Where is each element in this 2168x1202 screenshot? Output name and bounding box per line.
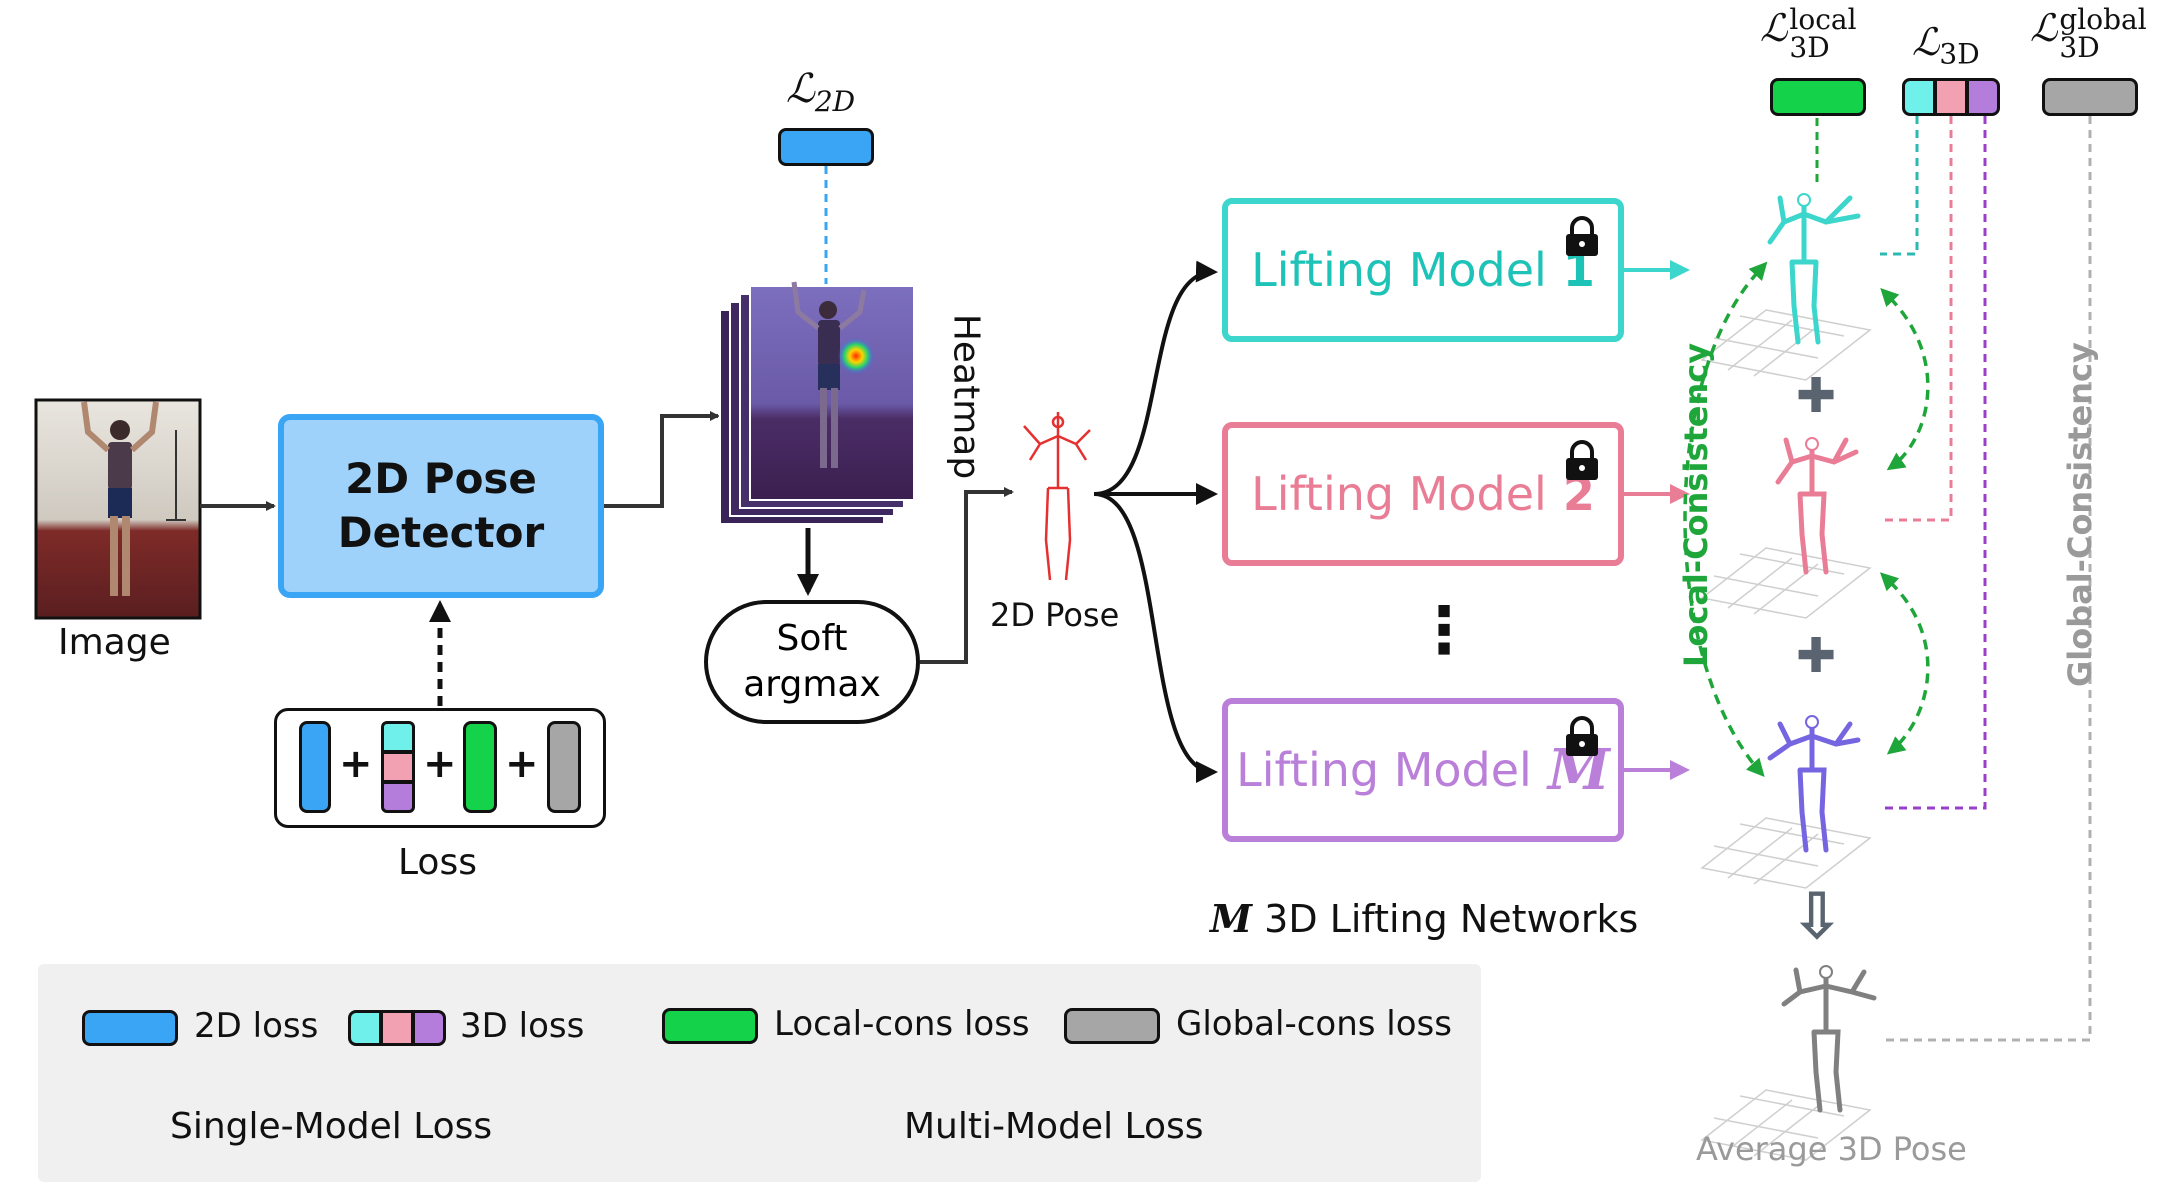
global-consistency-label: Global-Consistency	[2061, 342, 2099, 687]
l3d-pink-connector	[1880, 116, 1953, 522]
lifting-model-2: Lifting Model 2	[1222, 422, 1624, 566]
l3d-swatch-pink	[1934, 78, 1968, 116]
lifting-model-1-name: Lifting Model	[1251, 243, 1547, 297]
plus-icon: ✚	[1796, 368, 1837, 424]
loss-swatch-3d-cyan	[381, 721, 415, 753]
legend-multi-model: Multi-Model Loss	[904, 1106, 1204, 1147]
pose-3d-model-2	[1775, 437, 1859, 575]
lifting-model-1: Lifting Model 1	[1222, 198, 1624, 342]
l2d-swatch	[778, 128, 874, 166]
softargmax-box: Soft argmax	[704, 600, 920, 724]
legend-single-model: Single-Model Loss	[170, 1106, 493, 1147]
heatmap-stack	[719, 281, 915, 525]
detector-line-2: Detector	[337, 508, 545, 557]
pose-detector-box: 2D Pose Detector	[278, 414, 604, 598]
l3d-swatch-purple	[1966, 78, 2000, 116]
lock-icon	[1566, 216, 1598, 256]
loss-box: + + +	[274, 708, 606, 828]
local-consistency-arrow-1-2	[1880, 287, 1930, 471]
legend-swatch-2d	[82, 1010, 178, 1046]
down-arrow-icon: ⇩	[1790, 880, 1844, 954]
ellipsis: ⋮	[1412, 594, 1476, 668]
legend-label-3d: 3D loss	[460, 1006, 585, 1046]
input-image	[34, 398, 202, 620]
l3d-purple-connector	[1880, 116, 1987, 810]
local-consistency-arrow-2-m	[1879, 572, 1930, 755]
legend-swatch-global	[1064, 1008, 1160, 1044]
loss-plus-2: +	[423, 741, 457, 787]
lifting-model-m-name: Lifting Model	[1236, 743, 1532, 797]
lock-icon	[1566, 440, 1598, 480]
pose-2d-figure	[1023, 412, 1091, 581]
loss-plus-3: +	[505, 741, 539, 787]
loss-swatch-3d-purple	[381, 781, 415, 813]
lifting-caption: M 3D Lifting Networks	[1210, 896, 1639, 941]
pose-3d-model-m	[1767, 715, 1861, 853]
arrow-pose-to-liftM	[1093, 492, 1218, 783]
plus-icon: ✚	[1796, 628, 1837, 684]
detector-line-1: 2D Pose	[345, 454, 537, 503]
arrow-softargmax-to-pose	[920, 487, 1014, 664]
pose-3d-average	[1781, 965, 1877, 1113]
ground-grids	[1700, 309, 1872, 1161]
softargmax-line-1: Soft	[776, 618, 848, 659]
arrow-detector-to-heatmap	[604, 411, 720, 508]
legend-swatch-3d-pink	[380, 1010, 414, 1046]
lock-icon	[1566, 716, 1598, 756]
loss-swatch-3d-pink	[381, 751, 415, 783]
global-loss-connector	[1880, 116, 2092, 1042]
global-loss-swatch	[2042, 78, 2138, 116]
l2d-label: ℒ2D	[786, 66, 856, 118]
legend-label-local: Local-cons loss	[774, 1004, 1030, 1044]
softargmax-line-2: argmax	[743, 664, 881, 705]
legend-label-2d: 2D loss	[194, 1006, 319, 1046]
legend-swatch-3d-cyan	[348, 1010, 382, 1046]
lifting-model-m: Lifting Model M	[1222, 698, 1624, 842]
legend-swatch-local	[662, 1008, 758, 1044]
local-consistency-label: Local-Consistency	[1677, 342, 1715, 667]
legend-panel: 2D loss 3D loss Local-cons loss Global-c…	[38, 964, 1481, 1182]
average-pose-label: Average 3D Pose	[1696, 1130, 1967, 1168]
pose-3d-model-1	[1767, 193, 1861, 345]
loss-swatch-2d	[299, 721, 331, 813]
pose-2d-label: 2D Pose	[990, 596, 1120, 634]
arrow-pose-to-lift1	[1093, 260, 1218, 496]
loss-label: Loss	[398, 842, 477, 883]
legend-label-global: Global-cons loss	[1176, 1004, 1452, 1044]
image-label: Image	[58, 622, 171, 663]
loss-swatch-global	[547, 721, 581, 813]
local-consistency-arrow-outer	[1683, 261, 1768, 777]
local-loss-swatch	[1770, 78, 1866, 116]
l3d-loss-label: ℒ3D	[1912, 20, 1980, 71]
l3d-cyan-connector	[1880, 116, 1919, 256]
legend-swatch-3d-purple	[412, 1010, 446, 1046]
lifting-model-2-name: Lifting Model	[1251, 467, 1547, 521]
loss-swatch-local	[463, 721, 497, 813]
l3d-swatch-cyan	[1902, 78, 1936, 116]
loss-plus-1: +	[339, 741, 373, 787]
heatmap-label: Heatmap	[945, 313, 987, 480]
